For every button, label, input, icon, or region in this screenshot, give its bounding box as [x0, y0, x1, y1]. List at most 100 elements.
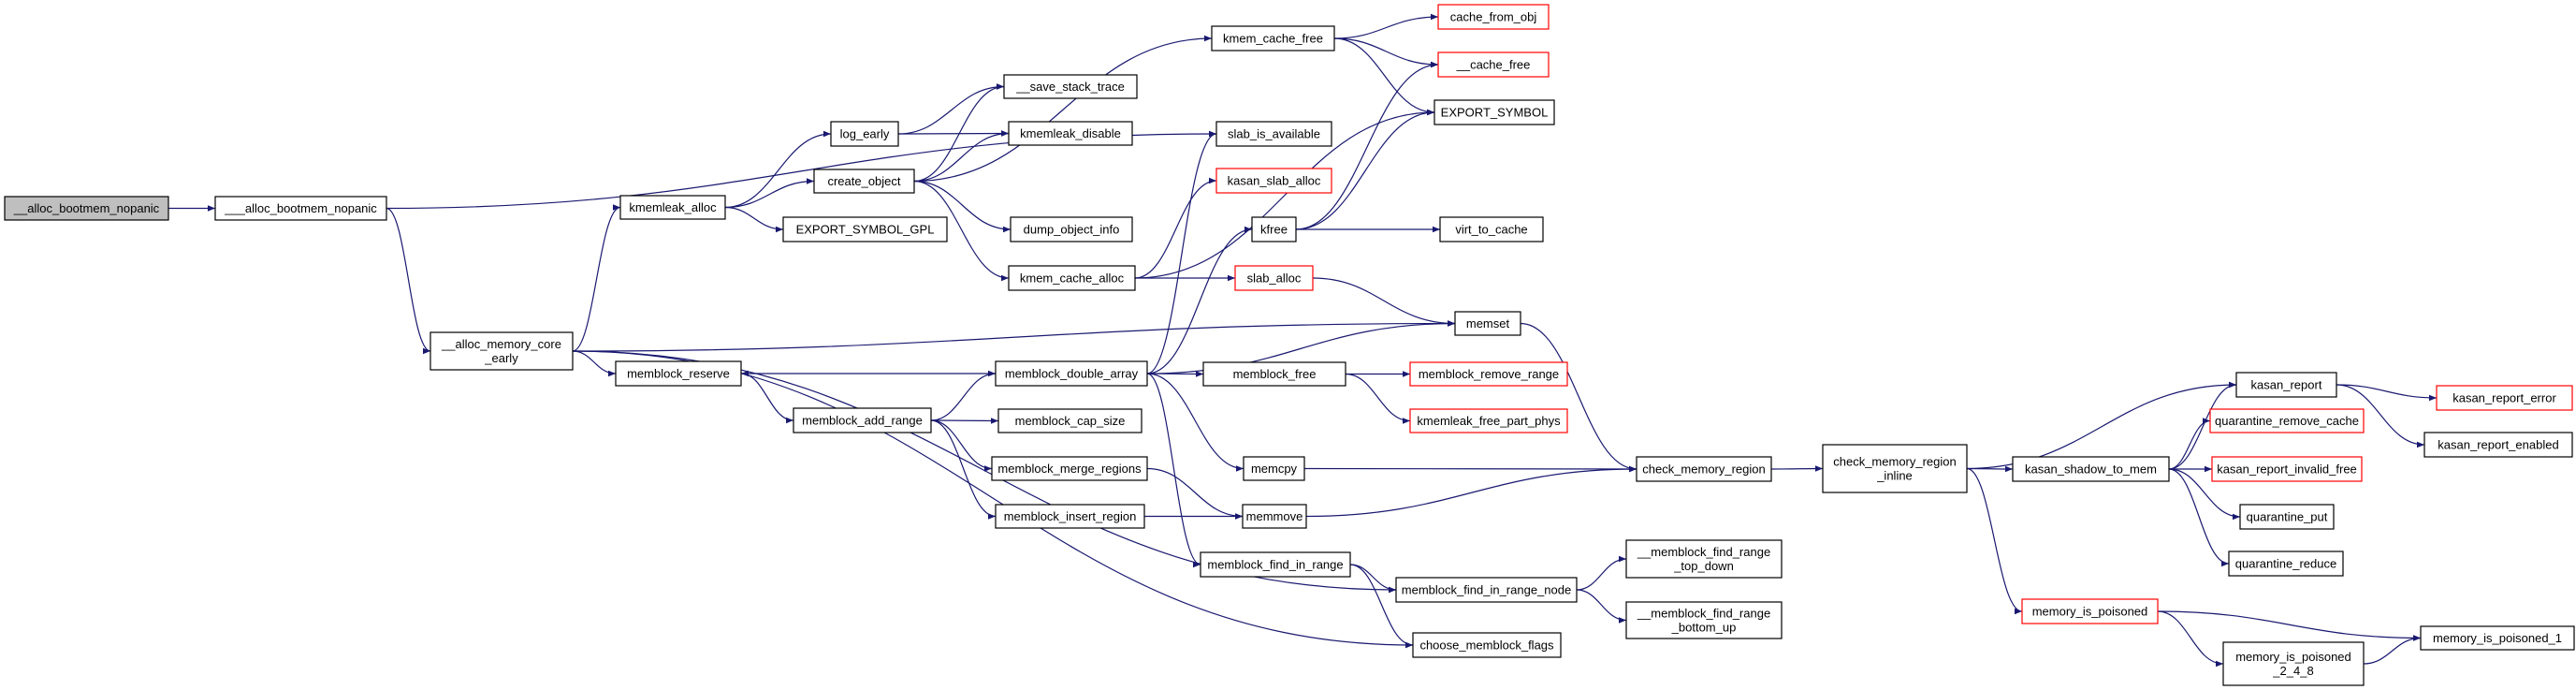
- edge-memblock_reserve-to-memblock_add_range: [740, 373, 794, 424]
- node-box: [1010, 216, 1133, 242]
- node-box: [1437, 4, 1550, 30]
- node-label: memory_is_poisoned: [2235, 650, 2351, 664]
- node-memmove[interactable]: memmove: [1242, 504, 1307, 529]
- node-log-early[interactable]: log_early: [830, 121, 899, 147]
- node-slab-is-available[interactable]: slab_is_available: [1215, 121, 1332, 147]
- edge-path: [897, 83, 1005, 135]
- node-kasan-report-enabled[interactable]: kasan_report_enabled: [2423, 432, 2573, 458]
- edge-path: [1146, 130, 1217, 374]
- node-save-stack-trace[interactable]: __save_stack_trace: [1003, 74, 1138, 99]
- node-kasan-report[interactable]: kasan_report: [2235, 372, 2337, 398]
- edge-memory_is_poisoned-to-memory_is_poisoned_2_4_8: [2157, 610, 2224, 668]
- node-alloc-memory-core-early[interactable]: __alloc_memory_core_early: [429, 331, 574, 371]
- node-quarantine-put[interactable]: quarantine_put: [2239, 504, 2335, 530]
- node-kasan-shadow-to-mem[interactable]: kasan_shadow_to_mem: [2012, 456, 2170, 482]
- node-kmemleak-free-part-phys[interactable]: kmemleak_free_part_phys: [1409, 408, 1568, 433]
- node-box: [1008, 121, 1133, 146]
- edge-kasan_shadow_to_mem-to-quarantine_remove_cache: [2168, 418, 2211, 470]
- node-quarantine-reduce[interactable]: quarantine_reduce: [2228, 551, 2344, 577]
- node-box: [1822, 444, 1968, 493]
- node-label: memblock_find_in_range_node: [1402, 583, 1571, 597]
- edge-memblock_add_range-to-memblock_insert_region: [930, 419, 997, 520]
- node-label: memblock_merge_regions: [997, 462, 1142, 476]
- node-create-object[interactable]: create_object: [813, 169, 915, 194]
- node-memblock-insert-region[interactable]: memblock_insert_region: [995, 504, 1145, 529]
- node-memblock-find-range-bottom-up[interactable]: __memblock_find_range_bottom_up: [1625, 601, 1783, 639]
- node-memblock-reserve[interactable]: memblock_reserve: [615, 360, 742, 387]
- node-kmem-cache-alloc[interactable]: kmem_cache_alloc: [1008, 265, 1136, 291]
- node-box: [2021, 598, 2159, 624]
- node-box: [995, 504, 1145, 529]
- node-kasan-report-error[interactable]: kasan_report_error: [2436, 385, 2573, 411]
- node-check-memory-region-inline[interactable]: check_memory_region_inline: [1822, 444, 1968, 493]
- node-memblock-find-in-range[interactable]: memblock_find_in_range: [1200, 551, 1351, 578]
- node-alloc-bootmem-nopanic3[interactable]: ___alloc_bootmem_nopanic: [214, 196, 387, 221]
- node-memblock-add-range[interactable]: memblock_add_range: [793, 407, 932, 433]
- node-box: [2235, 372, 2337, 398]
- node-kmemleak-disable[interactable]: kmemleak_disable: [1008, 121, 1133, 146]
- node-kfree[interactable]: kfree: [1251, 216, 1297, 242]
- edge-path: [1295, 109, 1435, 230]
- node-kmem-cache-free[interactable]: kmem_cache_free: [1211, 25, 1335, 51]
- node-export-symbol[interactable]: EXPORT_SYMBOL: [1434, 99, 1555, 125]
- node-memblock-find-in-range-node[interactable]: memblock_find_in_range_node: [1395, 577, 1578, 603]
- edge-path: [1146, 373, 1244, 472]
- node-memblock-remove-range[interactable]: memblock_remove_range: [1409, 361, 1568, 387]
- node-memblock-free[interactable]: memblock_free: [1202, 361, 1346, 387]
- node-quarantine-remove-cache[interactable]: quarantine_remove_cache: [2209, 408, 2365, 433]
- node-memory-is-poisoned[interactable]: memory_is_poisoned: [2021, 598, 2159, 624]
- node-box: [2239, 504, 2335, 530]
- edge-create_object-to-kmemleak_disable: [913, 130, 1010, 183]
- node-label: kasan_report_invalid_free: [2217, 462, 2357, 477]
- node-label: memcpy: [1251, 462, 1298, 476]
- node-label: memblock_find_in_range: [1207, 558, 1343, 572]
- edge-memblock_double_array-to-memcpy: [1146, 373, 1244, 472]
- edge-path: [930, 370, 997, 421]
- node-kasan-slab-alloc[interactable]: kasan_slab_alloc: [1215, 168, 1332, 194]
- node-virt-to-cache[interactable]: virt_to_cache: [1439, 216, 1544, 242]
- node-box: [2209, 408, 2365, 433]
- node-export-symbol-gpl[interactable]: EXPORT_SYMBOL_GPL: [782, 216, 948, 242]
- edge-path: [1349, 564, 1414, 649]
- node-box: [2222, 641, 2365, 686]
- node-check-memory-region[interactable]: check_memory_region: [1636, 456, 1772, 482]
- node-label: _bottom_up: [1671, 621, 1737, 635]
- edge-kasan_shadow_to_mem-to-quarantine_put: [2168, 468, 2241, 521]
- node-memory-is-poisoned-1[interactable]: memory_is_poisoned_1: [2420, 625, 2575, 651]
- node-cache-from-obj[interactable]: cache_from_obj: [1437, 4, 1550, 30]
- node-memblock-find-range-top-down[interactable]: __memblock_find_range_top_down: [1625, 539, 1783, 579]
- node-kmemleak-alloc[interactable]: kmemleak_alloc: [619, 195, 726, 220]
- node-box: [813, 169, 915, 194]
- node-slab-alloc[interactable]: slab_alloc: [1234, 265, 1314, 291]
- node-label: check_memory_region: [1833, 455, 1957, 469]
- node-cache-free[interactable]: __cache_free: [1437, 51, 1550, 78]
- edge-memblock_find_in_range-to-choose_memblock_flags: [1349, 564, 1414, 649]
- edge-alloc_bootmem_nopanic3-to-alloc_memory_core_early: [386, 207, 431, 355]
- node-dump-object-info[interactable]: dump_object_info: [1010, 216, 1133, 242]
- node-kasan-report-invalid-free[interactable]: kasan_report_invalid_free: [2211, 456, 2363, 482]
- edge-path: [1333, 13, 1439, 39]
- node-label: memset: [1466, 316, 1510, 330]
- edge-path: [1146, 373, 1201, 568]
- edge-path: [572, 204, 621, 352]
- edge-check_memory_region_inline-to-kasan_report: [1966, 381, 2237, 470]
- node-box: [4, 196, 169, 221]
- node-alloc-bootmem-nopanic[interactable]: __alloc_bootmem_nopanic: [4, 196, 169, 221]
- node-memory-is-poisoned-2-4-8[interactable]: memory_is_poisoned_2_4_8: [2222, 641, 2365, 686]
- edge-path: [1576, 555, 1627, 591]
- edge-path: [913, 130, 1010, 183]
- node-label: EXPORT_SYMBOL: [1441, 106, 1549, 120]
- node-box: [1234, 265, 1314, 291]
- node-box: [1437, 51, 1550, 78]
- node-memset[interactable]: memset: [1454, 311, 1521, 336]
- edge-kasan_shadow_to_mem-to-kasan_report: [2168, 381, 2237, 470]
- edge-path: [1770, 465, 1824, 472]
- node-memblock-double-array[interactable]: memblock_double_array: [995, 360, 1148, 387]
- node-memblock-merge-regions[interactable]: memblock_merge_regions: [991, 456, 1148, 481]
- node-choose-memblock-flags[interactable]: choose_memblock_flags: [1412, 632, 1562, 658]
- node-label: __memblock_find_range: [1637, 545, 1770, 559]
- node-memcpy[interactable]: memcpy: [1243, 456, 1305, 481]
- node-memblock-cap-size[interactable]: memblock_cap_size: [997, 408, 1142, 433]
- edge-check_memory_region-to-check_memory_region_inline: [1770, 465, 1824, 472]
